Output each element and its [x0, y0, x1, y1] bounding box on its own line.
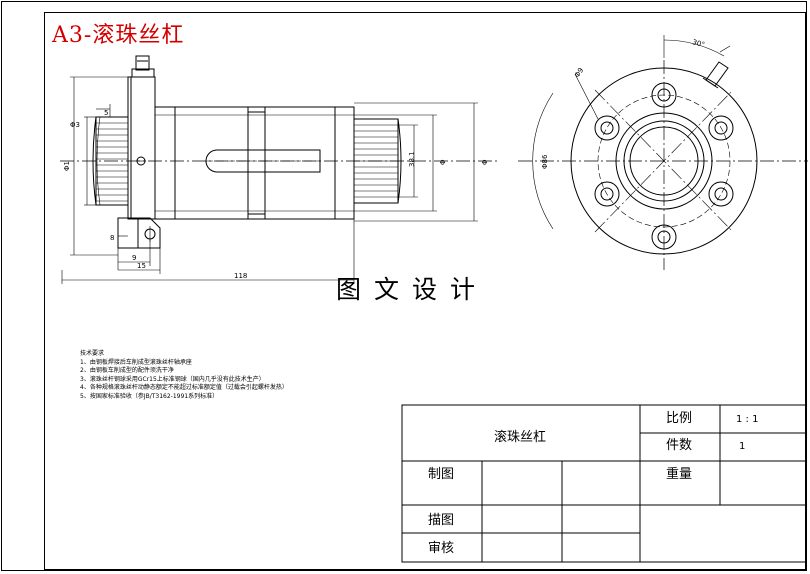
dim-hole: Φ9 [573, 66, 585, 79]
note-item: 5、按国家标准验收（参JB/T3162-1991系列标准） [80, 392, 219, 400]
dim-d-shaft: Φ3 [70, 121, 80, 129]
sheet-label: A3-滚珠丝杠 [52, 23, 185, 48]
traced-label: 描图 [428, 513, 455, 528]
dim-d-left: Φ1 [63, 161, 71, 171]
note-item: 3、滚珠丝杆钢球采用GCr15上标准钢球（国内几乎没有此技术生产） [80, 375, 265, 383]
title-block [401, 404, 807, 563]
dim-bottom: 8 [110, 234, 114, 242]
dim-length: 118 [234, 272, 247, 280]
dim-d-right2: Φ [481, 159, 489, 165]
checked-label: 审核 [428, 541, 455, 556]
dim-angle: 30° [691, 38, 705, 49]
drawing-border [44, 12, 806, 570]
end-view [518, 35, 808, 270]
ratio-value: 1 : 1 [736, 414, 759, 425]
dim-bottom3: 15 [137, 262, 146, 270]
thread-left [92, 116, 128, 206]
note-item: 4、各种规格滚珠丝杆动静态额定不能超过标准额定值（过载会引起螺杆发热） [80, 384, 288, 391]
dim-five: 5 [104, 109, 108, 117]
notes-title: 技术要求 [80, 350, 105, 357]
qty-value: 1 [739, 441, 746, 452]
part-name: 滚珠丝杠 [494, 430, 547, 445]
drawn-label: 制图 [428, 467, 455, 482]
dim-flange: Φ86 [541, 154, 549, 169]
watermark: 图文设计 [336, 275, 489, 304]
ratio-label: 比例 [666, 411, 693, 426]
dim-d-right1: Φ [439, 159, 447, 165]
note-item: 1、由钢板焊接后车削成型滚珠丝杆轴承座 [80, 358, 192, 366]
dim-bottom2: 9 [132, 254, 136, 262]
dim-d-center: 38.1 [408, 151, 416, 167]
thread-right [354, 118, 402, 204]
qty-label: 件数 [666, 438, 693, 453]
weight-label: 重量 [666, 467, 693, 482]
side-view [60, 55, 498, 284]
note-item: 2、由钢板车削成型的配件须洗干净 [80, 367, 174, 374]
technical-notes: 技术要求 1、由钢板焊接后车削成型滚珠丝杆轴承座 2、由钢板车削成型的配件须洗干… [80, 350, 288, 401]
